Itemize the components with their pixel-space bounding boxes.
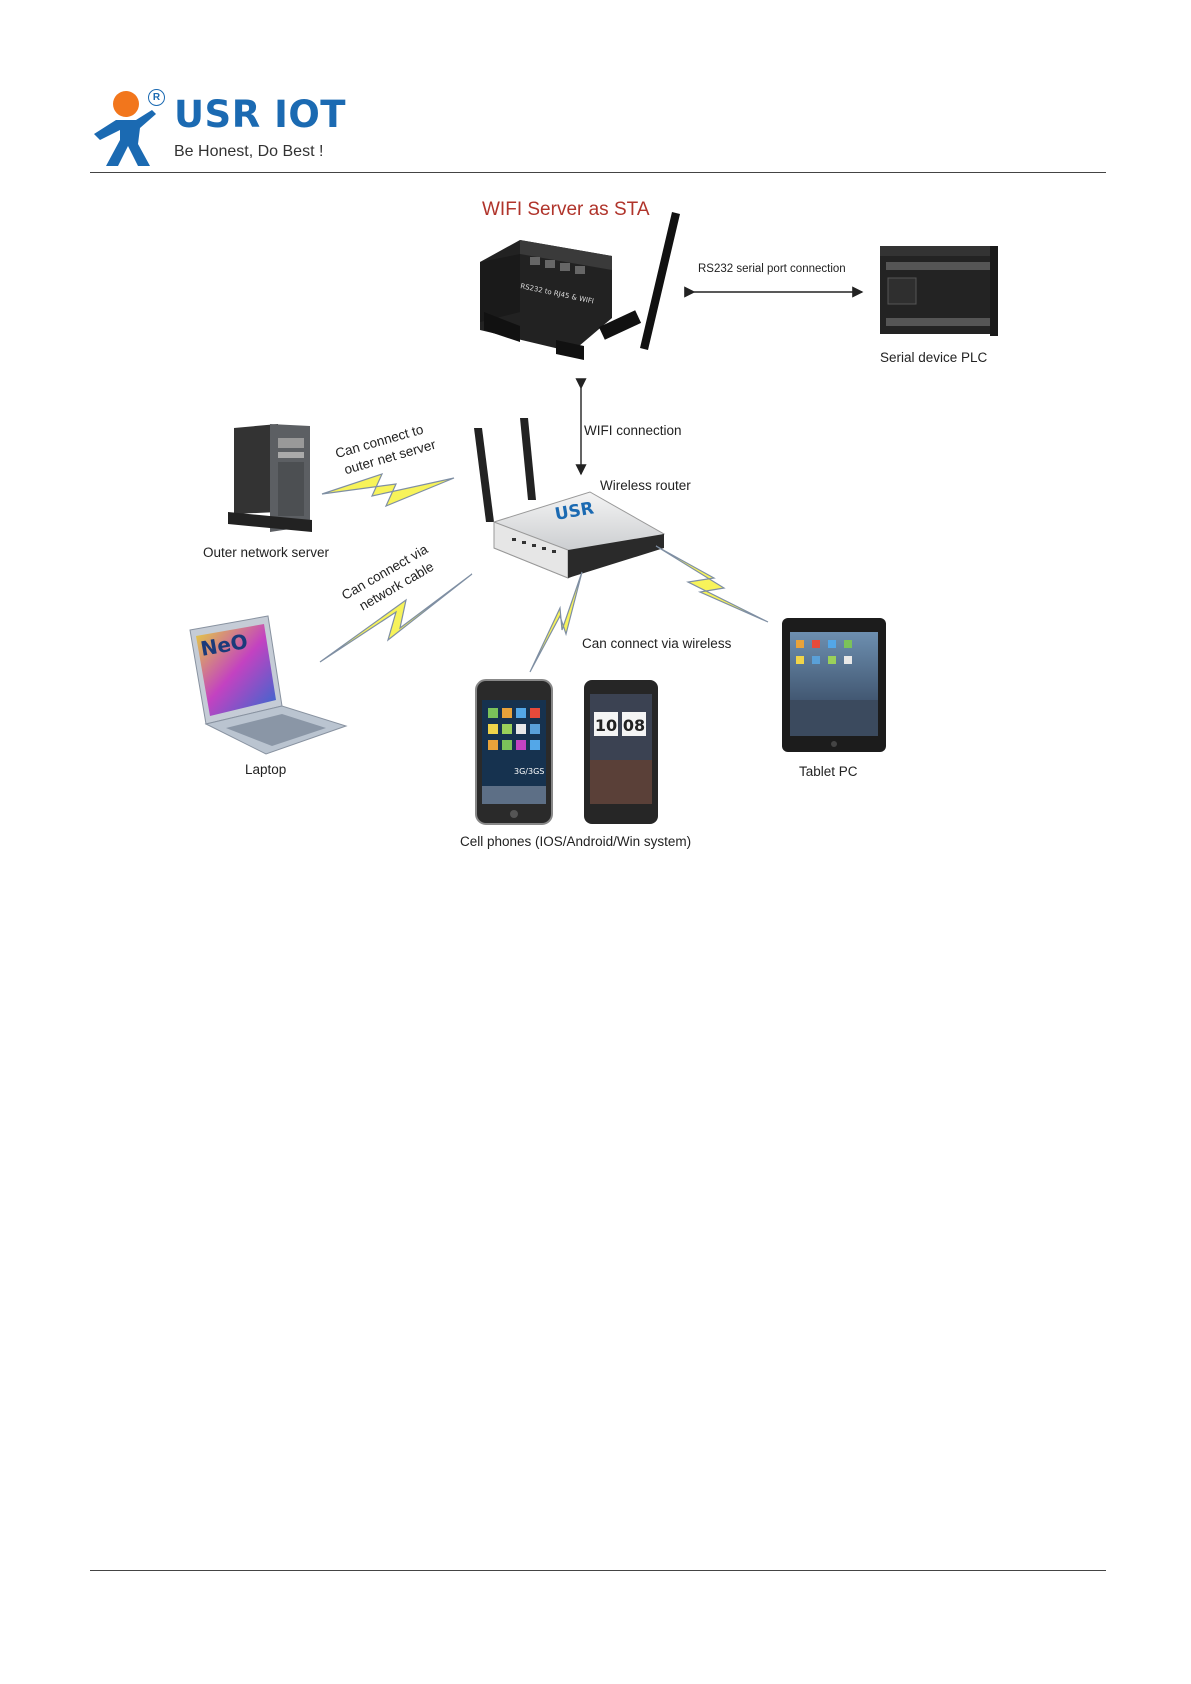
lightning-phones — [529, 571, 583, 673]
android-phone-icon — [584, 680, 658, 824]
router-label: Wireless router — [600, 478, 691, 493]
tablet-icon — [782, 618, 886, 752]
iphone-icon — [475, 679, 553, 825]
laptop-icon — [189, 615, 348, 755]
phone-clock-minute: 08 — [623, 716, 645, 735]
lightning-outer-server — [321, 472, 455, 508]
wireless-router-icon — [474, 418, 666, 579]
footer-divider — [90, 1570, 1106, 1571]
diagram-title: WIFI Server as STA — [482, 199, 650, 220]
plc-label: Serial device PLC — [880, 350, 988, 365]
wireless-edge-label: Can connect via wireless — [582, 636, 732, 651]
plc-device-icon — [880, 246, 998, 336]
outer-server-label: Outer network server — [203, 545, 330, 560]
server-tower-icon — [228, 424, 312, 532]
cable-edge-label: Can connect via network cable — [339, 541, 436, 613]
phones-label: Cell phones (IOS/Android/Win system) — [460, 834, 692, 849]
usr-iot-runner-icon — [94, 91, 156, 166]
phone-network-text: 3G/3GS — [514, 767, 544, 776]
outer-server-edge-label: Can connect to outer net server — [334, 422, 438, 478]
wifi-edge-label: WIFI connection — [584, 423, 682, 438]
laptop-label: Laptop — [245, 762, 287, 777]
tablet-label: Tablet PC — [799, 764, 858, 779]
logo-name: USR IOT — [174, 93, 347, 136]
lightning-laptop — [319, 573, 473, 663]
phone-clock-hour: 10 — [595, 716, 617, 735]
registered-mark: R — [148, 89, 165, 106]
rs232-edge-label: RS232 serial port connection — [698, 263, 846, 275]
lightning-tablet — [655, 545, 769, 623]
serial-server-device — [480, 212, 680, 360]
header-divider — [90, 172, 1106, 173]
logo-tagline: Be Honest, Do Best ! — [174, 143, 324, 160]
